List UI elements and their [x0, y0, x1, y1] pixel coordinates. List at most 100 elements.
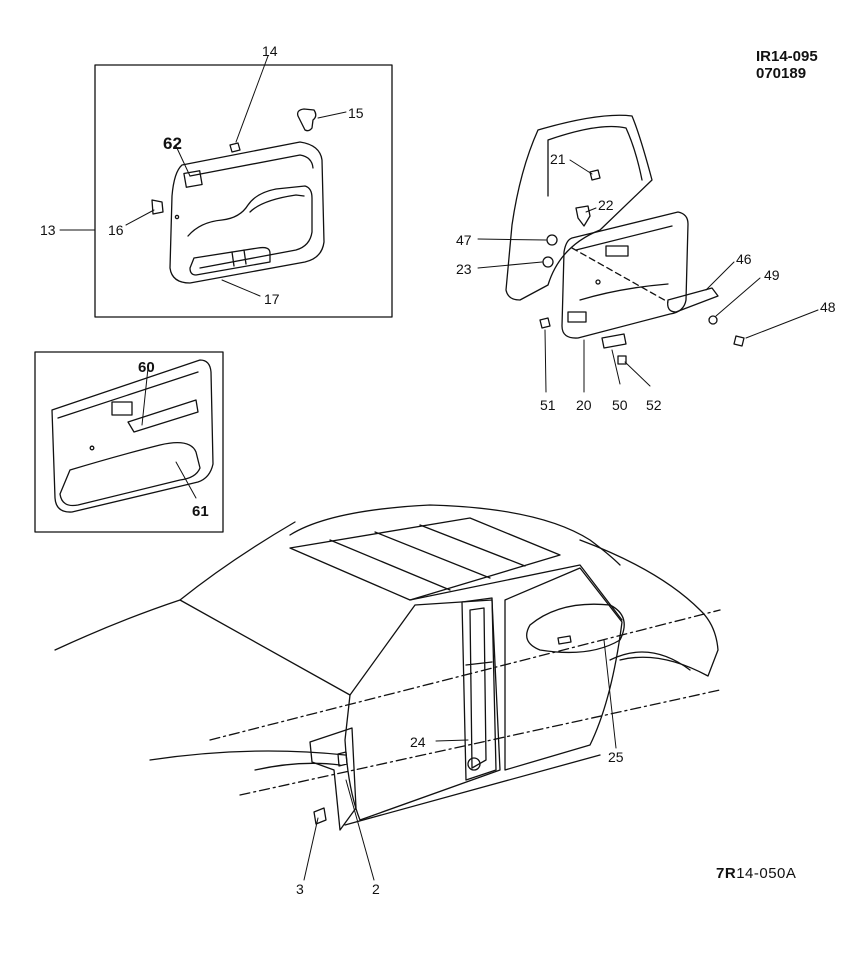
hood-line	[179, 521, 296, 601]
sunroof	[289, 517, 561, 601]
figure-suffix: 14-050A	[736, 865, 797, 882]
alt-panel-bolster	[59, 442, 201, 507]
leader-22	[585, 207, 597, 213]
callout-47: 47	[456, 232, 472, 248]
c-pillar-pad	[557, 635, 572, 645]
car-body	[54, 504, 721, 831]
leader-50	[611, 349, 621, 385]
panel-screw-hole	[174, 214, 180, 220]
b-pillar-trim	[465, 607, 493, 769]
handle-22	[575, 205, 591, 227]
rear-door-assembly	[505, 114, 745, 365]
callout-17: 17	[264, 291, 280, 307]
inset-front-door-panel	[94, 64, 393, 318]
leader-16	[125, 209, 155, 226]
rear-panel-switch	[605, 245, 629, 257]
callout-25: 25	[608, 749, 624, 765]
alt-panel-switch	[111, 401, 133, 416]
callout-14: 14	[262, 43, 278, 59]
panel-clip	[183, 170, 203, 188]
screw-part	[151, 199, 164, 215]
grommet-23	[542, 256, 554, 268]
leader-52	[624, 361, 651, 387]
callout-3: 3	[296, 881, 304, 897]
callout-62: 62	[163, 134, 182, 153]
rear-panel-pull	[567, 311, 587, 323]
clip-51	[539, 317, 551, 329]
sunroof-ribs	[329, 524, 526, 591]
leader-14	[235, 55, 269, 143]
fender-screw	[313, 807, 327, 825]
screw-52	[617, 355, 627, 365]
armrest	[189, 246, 271, 276]
inset-alt-door-panel	[34, 351, 224, 533]
alt-panel-upper-edge	[57, 371, 199, 419]
callout-23: 23	[456, 261, 472, 277]
leader-2	[345, 779, 375, 881]
panel-contour	[187, 185, 313, 269]
alt-panel-pull	[127, 399, 199, 433]
rear-door-trim-panel	[561, 211, 689, 339]
leader-lines	[59, 55, 819, 881]
rear-door-window	[547, 125, 643, 197]
panel-contour-inner	[249, 194, 305, 213]
cover-50	[601, 333, 627, 349]
rear-door-outline	[504, 567, 623, 771]
roof-outline	[289, 504, 621, 566]
rocker	[344, 754, 601, 826]
leader-51	[544, 329, 547, 393]
kick-panel	[309, 727, 357, 831]
armrest-divider	[231, 249, 247, 267]
callout-22: 22	[598, 197, 614, 213]
rear-quarter	[579, 539, 719, 677]
centerline-1	[209, 609, 721, 741]
leader-3	[303, 817, 319, 881]
assembly-guide	[571, 247, 669, 303]
callout-labels: 14 15 62 16 13 17 60 61 21 22 47 23 46 4…	[40, 43, 836, 897]
leader-25	[603, 639, 617, 749]
callout-51: 51	[540, 397, 556, 413]
c-pillar-trim	[526, 603, 625, 654]
front-door-trim-panel	[169, 141, 325, 284]
callout-24: 24	[410, 734, 426, 750]
callout-50: 50	[612, 397, 628, 413]
leader-23	[477, 261, 543, 269]
callout-16: 16	[108, 222, 124, 238]
centerline-2	[239, 689, 721, 796]
leader-47	[477, 238, 547, 241]
front-door-outline	[344, 599, 501, 821]
grab-handle	[667, 287, 719, 313]
drawing-code: IR14-095 070189	[756, 48, 818, 82]
leader-49	[715, 277, 761, 317]
b-pillar-bolt	[467, 757, 481, 771]
kick-panel-tab	[337, 751, 348, 767]
inset-frame	[94, 64, 393, 318]
inset-frame	[34, 351, 224, 533]
callout-49: 49	[764, 267, 780, 283]
callout-15: 15	[348, 105, 364, 121]
leader-21	[569, 159, 593, 175]
rear-wheel-arch	[609, 651, 691, 671]
alt-door-trim-panel	[51, 359, 214, 513]
callout-52: 52	[646, 397, 662, 413]
callout-61: 61	[192, 503, 209, 520]
callout-2: 2	[372, 881, 380, 897]
leader-24	[435, 739, 469, 742]
windshield-line	[54, 599, 351, 696]
leader-62	[175, 145, 191, 177]
leader-15	[317, 111, 347, 119]
handle-part	[296, 108, 317, 132]
roof-rail	[409, 564, 623, 621]
washer	[708, 315, 718, 325]
leader-17	[221, 279, 261, 297]
rear-panel-screw-hole	[595, 279, 601, 285]
figure-number: 7R14-050A	[716, 865, 796, 882]
callout-60: 60	[138, 359, 155, 376]
drawing-code-id: IR14-095	[756, 48, 818, 65]
leader-60	[141, 367, 149, 426]
screw-48	[733, 335, 745, 347]
rear-panel-contour	[575, 225, 673, 301]
clip-21	[589, 169, 601, 181]
leader-48	[745, 309, 819, 339]
